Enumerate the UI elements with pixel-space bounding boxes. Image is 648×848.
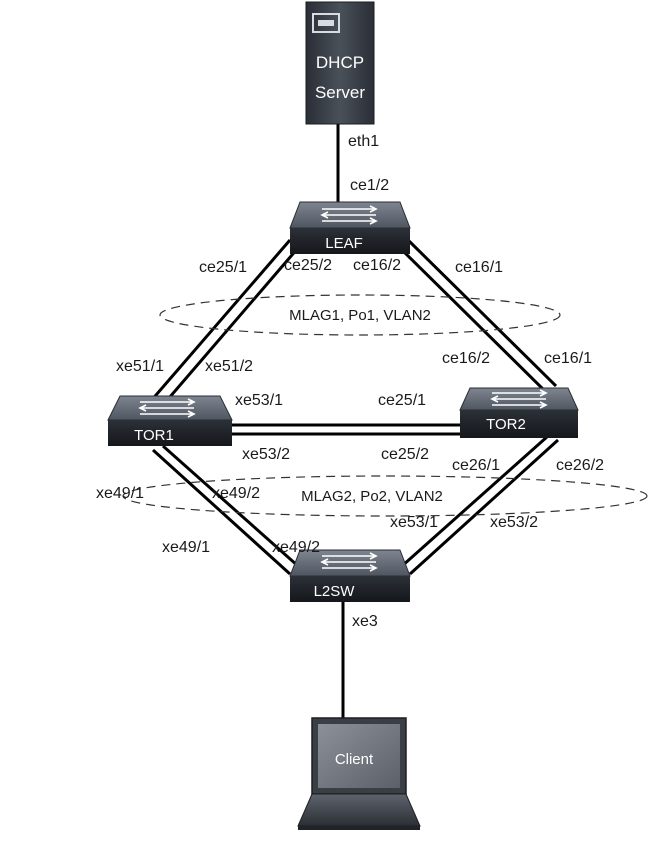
- port-label-tor1-xe49-2: xe49/2: [212, 485, 260, 502]
- port-label-l2sw-xe49-1: xe49/1: [162, 539, 210, 556]
- tor2-switch-icon[interactable]: TOR2: [459, 387, 579, 438]
- mlag2-ellipse: [122, 475, 648, 517]
- port-label-tor1-xe49-1: xe49/1: [96, 485, 144, 502]
- port-label-tor2-ce16-1: ce16/1: [544, 350, 592, 367]
- leaf-switch-icon[interactable]: LEAF: [289, 201, 411, 254]
- l2sw-label: L2SW: [314, 583, 356, 600]
- port-label-leaf-ce1-2: ce1/2: [350, 177, 389, 194]
- port-label-tor1-xe53-1: xe53/1: [235, 392, 283, 409]
- port-label-l2sw-xe3: xe3: [352, 613, 378, 630]
- tor1-label: TOR1: [134, 427, 174, 444]
- mlag1-label: MLAG1, Po1, VLAN2: [289, 307, 431, 324]
- tor2-label: TOR2: [486, 416, 526, 433]
- client-laptop-icon[interactable]: Client: [297, 717, 421, 830]
- dhcp-server-label-line1: DHCP: [316, 53, 364, 72]
- port-label-tor2-ce25-2: ce25/2: [381, 446, 429, 463]
- mlag2-label: MLAG2, Po2, VLAN2: [301, 488, 443, 505]
- port-label-tor2-ce26-1: ce26/1: [452, 457, 500, 474]
- tor1-switch-icon[interactable]: TOR1: [107, 395, 233, 446]
- link-tor2-l2sw-b: [401, 434, 549, 568]
- port-label-l2sw-xe53-2: xe53/2: [490, 514, 538, 531]
- port-label-l2sw-xe49-2: xe49/2: [272, 539, 320, 556]
- port-label-leaf-ce16-2: ce16/2: [353, 257, 401, 274]
- l2sw-switch-icon[interactable]: L2SW: [289, 549, 411, 602]
- mlag1-ellipse: [159, 294, 561, 336]
- port-label-tor1-xe51-2: xe51/2: [205, 358, 253, 375]
- link-tor1-l2sw-b: [162, 444, 299, 568]
- link-leaf-tor1-a: [148, 239, 292, 403]
- port-label-tor2-ce26-2: ce26/2: [556, 457, 604, 474]
- link-leaf-tor2-b: [398, 246, 550, 396]
- port-label-leaf-ce16-1: ce16/1: [455, 259, 503, 276]
- port-label-leaf-ce25-2: ce25/2: [284, 257, 332, 274]
- port-label-tor2-ce25-1: ce25/1: [378, 392, 426, 409]
- link-leaf-tor2-a: [406, 238, 558, 388]
- dhcp-server-label-line2: Server: [315, 83, 365, 102]
- port-label-l2sw-xe53-1: xe53/1: [390, 514, 438, 531]
- port-label-tor1-xe53-2: xe53/2: [242, 446, 290, 463]
- port-label-tor2-ce16-2: ce16/2: [442, 350, 490, 367]
- dhcp-server-icon[interactable]: DHCP Server: [305, 1, 375, 125]
- port-label-eth1: eth1: [348, 133, 379, 150]
- link-tor2-l2sw-a: [408, 438, 560, 576]
- port-label-leaf-ce25-1: ce25/1: [199, 259, 247, 276]
- link-leaf-tor1-b: [161, 247, 300, 406]
- client-label: Client: [335, 751, 374, 768]
- port-label-tor1-xe51-1: xe51/1: [116, 358, 164, 375]
- leaf-label: LEAF: [325, 235, 363, 252]
